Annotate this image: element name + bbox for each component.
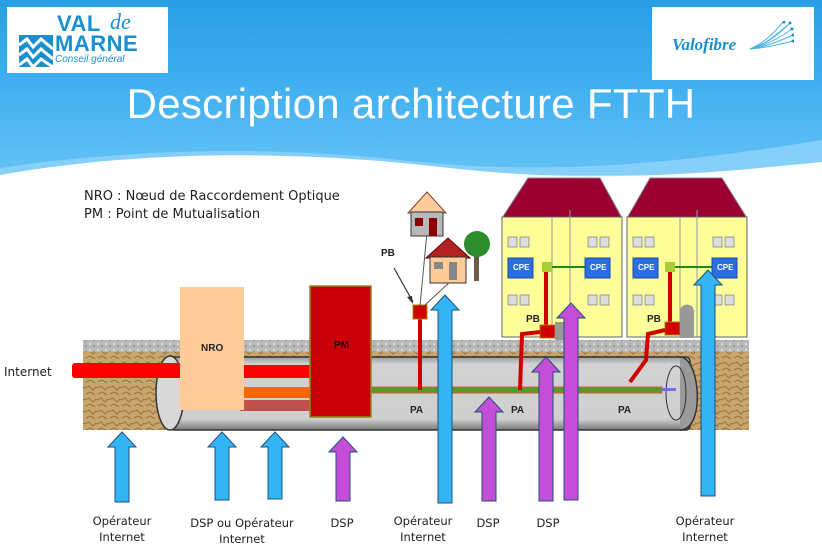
- internet-cable-segment: [240, 365, 312, 378]
- legend: NRO : Nœud de Raccordement Optique PM : …: [84, 188, 340, 224]
- nro-label: NRO: [201, 343, 224, 354]
- cpe-box: [507, 257, 534, 279]
- bottom-label-operator-1: Opérateur Internet: [82, 513, 162, 545]
- cpe-box: [632, 257, 659, 279]
- legend-pm: PM : Point de Mutualisation: [84, 207, 261, 222]
- label-line: Opérateur: [92, 514, 152, 528]
- pa-label: PA: [410, 405, 424, 416]
- logo-conseil-text: Conseil général: [55, 54, 125, 65]
- legend-nro: NRO : Nœud de Raccordement Optique: [84, 189, 340, 204]
- label-line: DSP ou Opérateur: [190, 516, 294, 530]
- tree-icon: [464, 231, 490, 281]
- pm-label: PM: [334, 340, 349, 351]
- label-line: DSP: [536, 516, 560, 530]
- operator-arrow: [692, 269, 724, 497]
- cpe-label: CPE: [717, 263, 734, 272]
- val-de-marne-logo: VAL de MARNE Conseil général: [7, 7, 168, 73]
- cable-end: [662, 388, 676, 391]
- logo-marne-text: MARNE: [55, 31, 139, 56]
- label-line: Opérateur: [393, 514, 453, 528]
- label-line: Internet: [219, 532, 265, 546]
- pb-label: PB: [647, 314, 661, 325]
- label-line: DSP: [476, 516, 500, 530]
- operator-arrow: [206, 431, 238, 501]
- dsp-arrow: [530, 356, 562, 502]
- bottom-label-operator-3: Opérateur Internet: [665, 513, 745, 545]
- nro-box: [180, 287, 244, 410]
- house-icon: [406, 191, 448, 237]
- arrow-group: [106, 269, 724, 504]
- logo-de-text: de: [110, 9, 131, 34]
- dsp-arrow: [327, 436, 359, 502]
- label-line: Opérateur: [675, 514, 735, 528]
- gravel-layer: [83, 340, 749, 352]
- pb-box-house: [412, 304, 428, 320]
- bottom-label-dsp-2: DSP: [468, 515, 508, 531]
- dsp-arrow: [473, 396, 505, 502]
- pa-label: PA: [511, 405, 525, 416]
- apartment-building: [501, 177, 623, 391]
- valofibre-logo: Valofibre: [652, 7, 814, 80]
- house-icon: [424, 237, 472, 284]
- apartment-building: [626, 177, 748, 384]
- orange-cable: [240, 387, 312, 398]
- label-line: Internet: [400, 530, 446, 544]
- operator-arrow: [429, 294, 461, 504]
- bottom-label-operator-2: Opérateur Internet: [383, 513, 463, 545]
- pa-label: PA: [618, 405, 632, 416]
- internet-input-cable: [72, 363, 182, 378]
- bottom-label-dsp-1: DSP: [322, 515, 362, 531]
- internet-label: Internet: [4, 365, 52, 379]
- label-line: Internet: [99, 530, 145, 544]
- dsp-arrow: [555, 302, 587, 501]
- fibre-burst-icon: [750, 21, 794, 50]
- operator-arrow: [106, 431, 138, 503]
- cpe-label: CPE: [513, 263, 530, 272]
- cpe-box: [584, 257, 611, 279]
- pb-pointer-arrow: [393, 267, 414, 303]
- cpe-label: CPE: [590, 263, 607, 272]
- page-title: Description architecture FTTH: [126, 80, 696, 127]
- rose-cable: [240, 400, 312, 411]
- bottom-label-dsp-or-operator: DSP ou Opérateur Internet: [182, 515, 302, 547]
- pb-label: PB: [381, 248, 395, 259]
- pm-box: [309, 285, 372, 418]
- label-line: Internet: [682, 530, 728, 544]
- operator-arrow: [259, 431, 291, 500]
- bottom-label-dsp-3: DSP: [528, 515, 568, 531]
- cpe-label: CPE: [638, 263, 655, 272]
- label-line: DSP: [330, 516, 354, 530]
- cpe-box: [711, 257, 738, 279]
- valofibre-text: Valofibre: [672, 35, 737, 54]
- pb-label: PB: [526, 314, 540, 325]
- logo-val-text: VAL: [57, 11, 101, 36]
- header-wave: [0, 140, 822, 200]
- green-fibre-cable: [369, 386, 663, 394]
- val-de-marne-emblem-icon: [19, 35, 53, 67]
